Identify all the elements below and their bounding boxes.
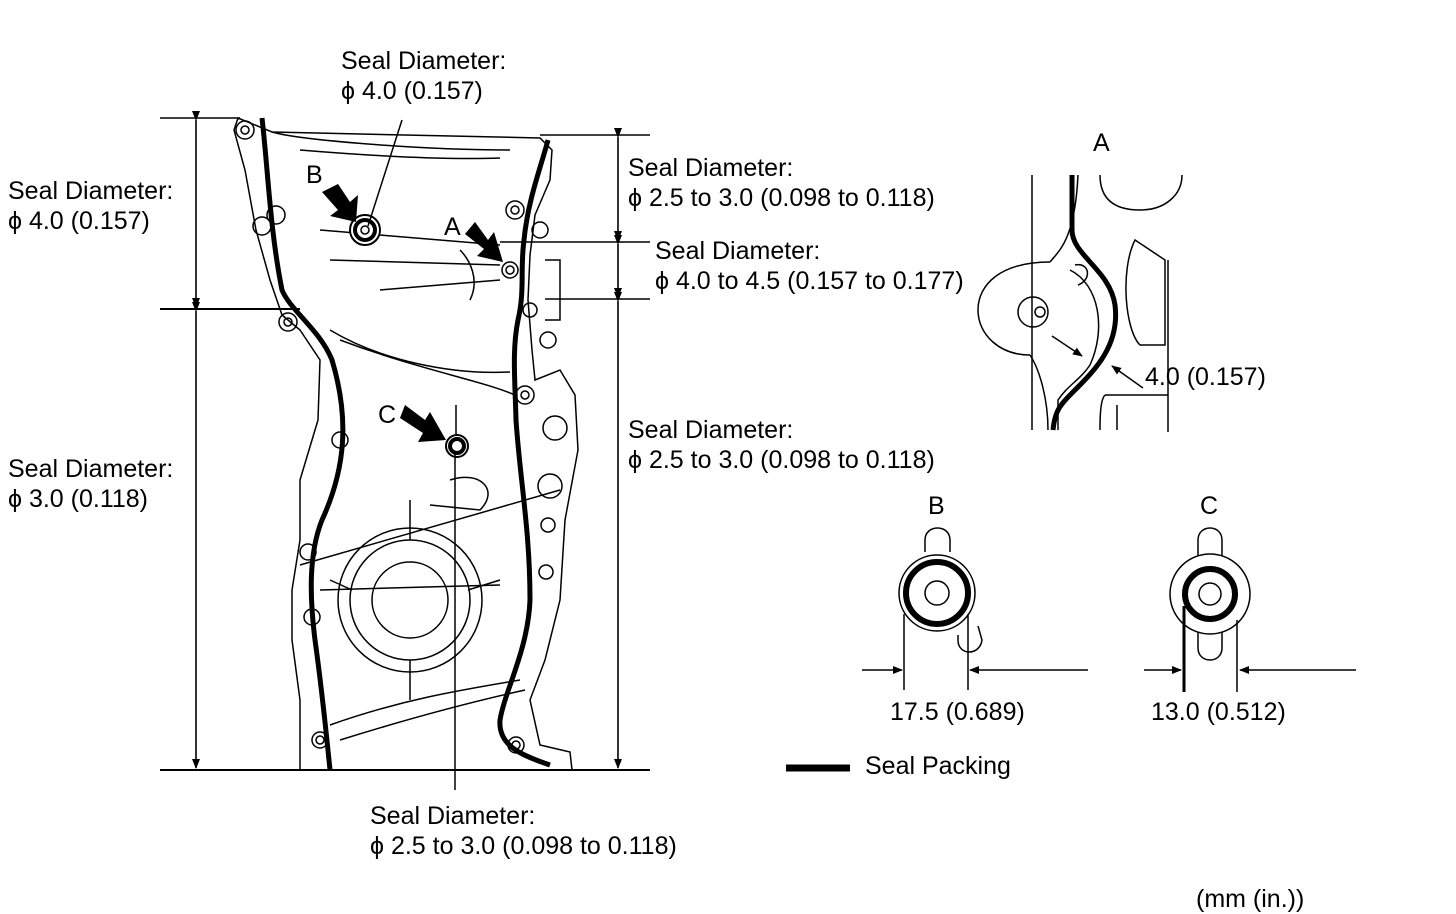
callout-value: ϕ 4.0 to 4.5 (0.157 to 0.177) bbox=[655, 267, 964, 295]
callout-value: ϕ 2.5 to 3.0 (0.098 to 0.118) bbox=[370, 832, 677, 860]
callout-left-top: Seal Diameter: ϕ 4.0 (0.157) bbox=[8, 176, 173, 236]
callout-value: ϕ 4.0 (0.157) bbox=[341, 77, 483, 105]
leader-lines bbox=[367, 119, 456, 790]
marker-c-label: C bbox=[378, 401, 397, 429]
callout-bottom-center: Seal Diameter: ϕ 2.5 to 3.0 (0.098 to 0.… bbox=[370, 801, 677, 861]
detail-c-view bbox=[1144, 527, 1356, 692]
detail-b-view bbox=[862, 527, 1088, 690]
callout-title: Seal Diameter: bbox=[8, 177, 174, 205]
callout-right-bottom: Seal Diameter: ϕ 2.5 to 3.0 (0.098 to 0.… bbox=[628, 415, 935, 475]
callout-title: Seal Diameter: bbox=[628, 416, 794, 444]
seal-point-c bbox=[445, 405, 469, 458]
seal-packing-bead bbox=[259, 117, 551, 771]
marker-a-label: A bbox=[444, 213, 461, 241]
callout-right-top: Seal Diameter: ϕ 2.5 to 3.0 (0.098 to 0.… bbox=[628, 153, 935, 213]
detail-a-view bbox=[977, 174, 1183, 432]
units-note: (mm (in.)) bbox=[1196, 885, 1305, 913]
detail-b-dimension: 17.5 (0.689) bbox=[890, 698, 1025, 726]
callout-title: Seal Diameter: bbox=[655, 237, 821, 265]
indicator-arrows bbox=[322, 184, 503, 442]
arrow-c-icon bbox=[400, 405, 446, 442]
arrow-a-icon bbox=[465, 222, 503, 262]
detail-a-dimension: 4.0 (0.157) bbox=[1145, 363, 1266, 391]
detail-c-seal-ring bbox=[1182, 566, 1238, 622]
detail-c-title: C bbox=[1200, 492, 1219, 520]
arrow-b-icon bbox=[322, 184, 358, 222]
callout-top-center: Seal Diameter: ϕ 4.0 (0.157) bbox=[341, 46, 506, 106]
callout-title: Seal Diameter: bbox=[370, 802, 536, 830]
callout-value: ϕ 2.5 to 3.0 (0.098 to 0.118) bbox=[628, 446, 935, 474]
detail-b-title: B bbox=[928, 492, 945, 520]
marker-b-label: B bbox=[306, 161, 323, 189]
callout-value: ϕ 4.0 (0.157) bbox=[8, 207, 150, 235]
detail-b-seal-ring bbox=[903, 559, 971, 627]
callout-title: Seal Diameter: bbox=[8, 455, 174, 483]
legend-label: Seal Packing bbox=[865, 752, 1011, 780]
callout-right-mid: Seal Diameter: ϕ 4.0 to 4.5 (0.157 to 0.… bbox=[655, 236, 964, 296]
detail-c-dimension: 13.0 (0.512) bbox=[1151, 698, 1286, 726]
callout-value: ϕ 2.5 to 3.0 (0.098 to 0.118) bbox=[628, 184, 935, 212]
callout-left-bottom: Seal Diameter: ϕ 3.0 (0.118) bbox=[8, 454, 173, 514]
cover-outline bbox=[233, 117, 579, 771]
seal-point-b bbox=[349, 214, 381, 246]
callout-title: Seal Diameter: bbox=[341, 47, 507, 75]
callout-title: Seal Diameter: bbox=[628, 154, 794, 182]
detail-a-title: A bbox=[1093, 129, 1110, 157]
detail-a-seal-bead bbox=[1050, 175, 1119, 431]
callout-value: ϕ 3.0 (0.118) bbox=[8, 485, 149, 513]
